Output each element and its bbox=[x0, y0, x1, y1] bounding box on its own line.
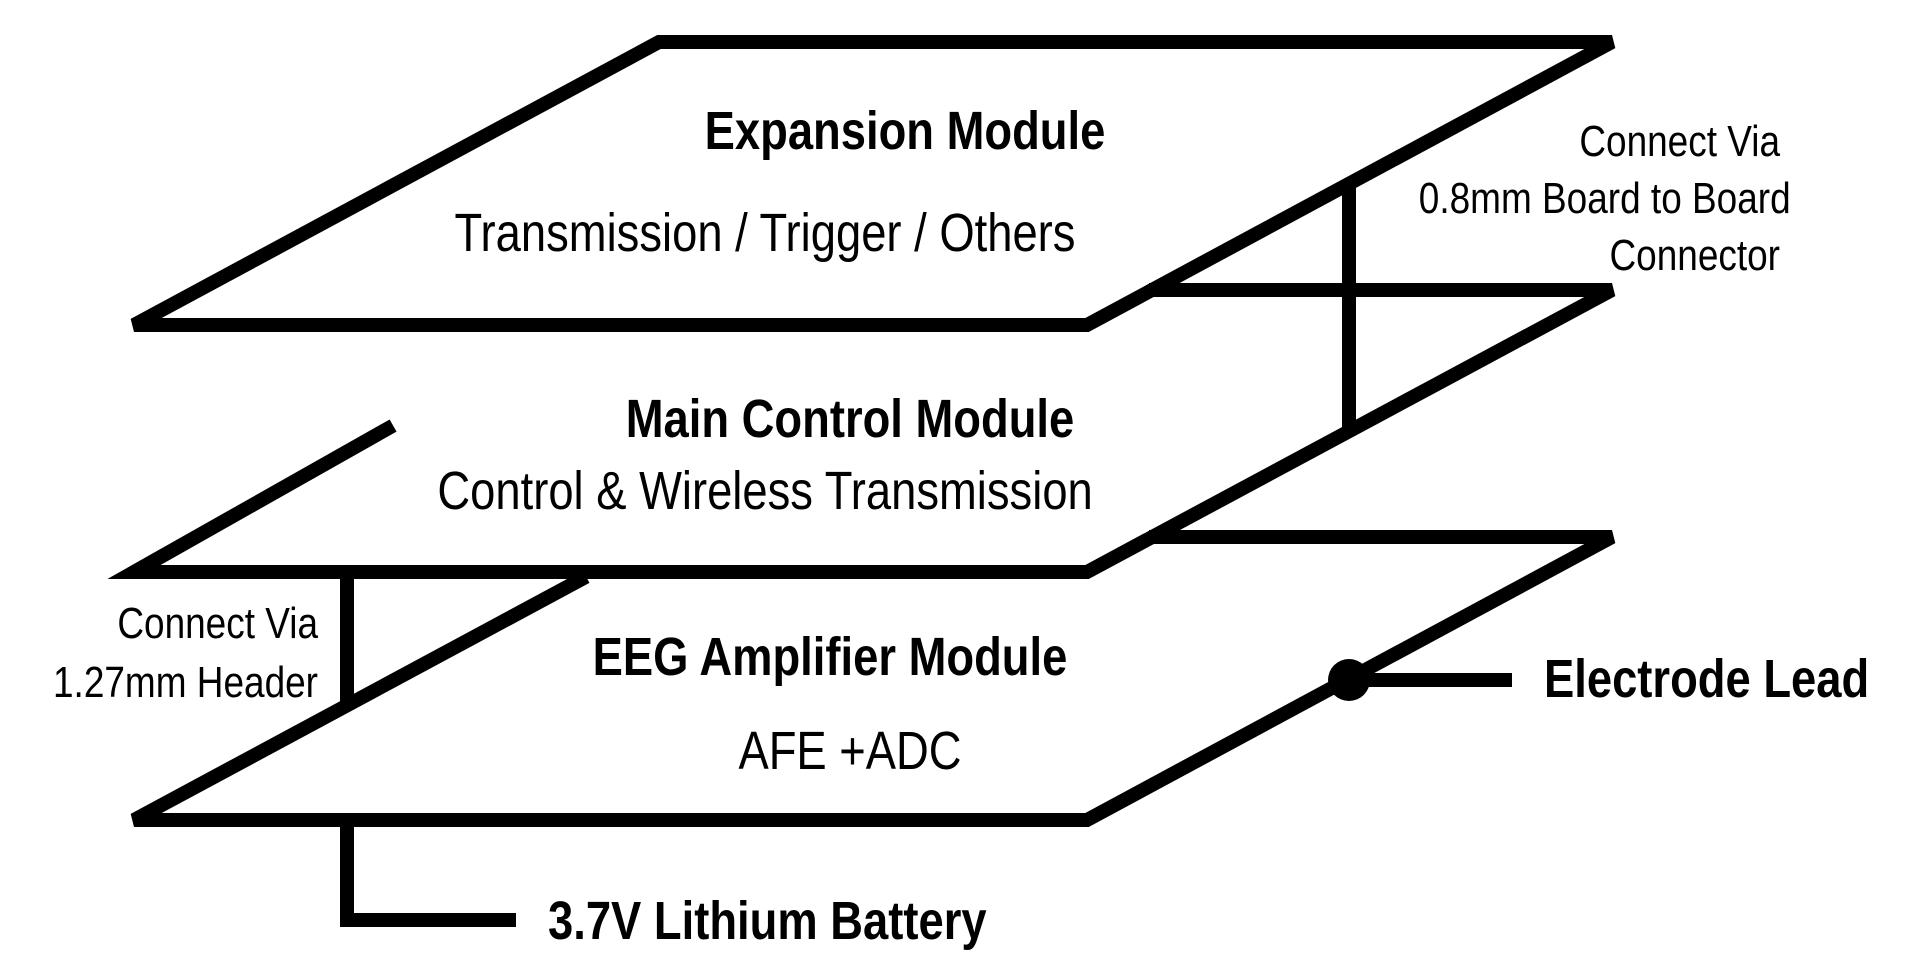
header-connector-label: Connect Via 1.27mm Header bbox=[51, 594, 318, 712]
board-to-board-label-line-2: 0.8mm Board to Board bbox=[1418, 174, 1791, 223]
eeg-amplifier-module-subtitle: AFE +ADC bbox=[738, 721, 962, 781]
board-to-board-label-line-1: Connect Via bbox=[1579, 117, 1780, 166]
battery-lead-line bbox=[340, 826, 516, 927]
main-control-module-board bbox=[107, 283, 1616, 579]
board-to-board-connector-label: Connect Via 0.8mm Board to Board Connect… bbox=[1418, 113, 1791, 284]
battery-label: 3.7V Lithium Battery bbox=[548, 891, 987, 951]
eeg-amplifier-module-title: EEG Amplifier Module bbox=[592, 627, 1068, 687]
header-label-line-2: 1.27mm Header bbox=[52, 658, 318, 707]
header-label-line-1: Connect Via bbox=[117, 599, 318, 648]
expansion-module-subtitle: Transmission / Trigger / Others bbox=[454, 203, 1076, 263]
expansion-module-title: Expansion Module bbox=[704, 101, 1106, 161]
eeg-amplifier-module-board bbox=[130, 530, 1616, 827]
board-to-board-label-line-3: Connector bbox=[1609, 231, 1780, 280]
expansion-module-board bbox=[130, 35, 1616, 332]
main-control-module-subtitle: Control & Wireless Transmission bbox=[437, 461, 1093, 521]
main-control-module-title: Main Control Module bbox=[625, 389, 1075, 449]
electrode-lead-label: Electrode Lead bbox=[1544, 649, 1870, 709]
